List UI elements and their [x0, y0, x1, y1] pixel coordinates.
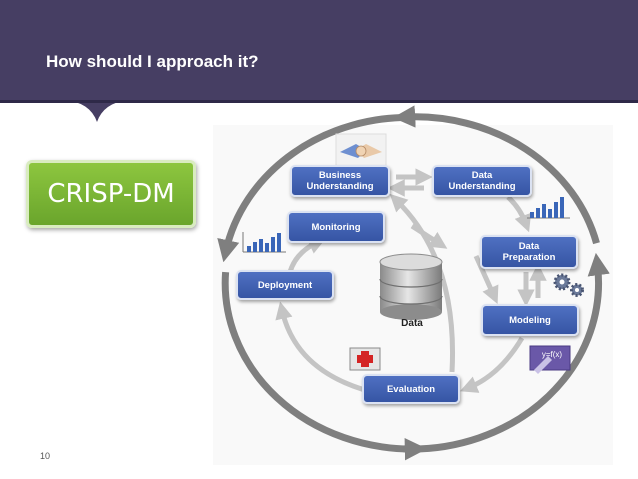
phase-label: Modeling: [509, 314, 551, 326]
phase-label: Deployment: [257, 279, 313, 291]
arrow-modeling-to-evaluation: [459, 336, 525, 393]
outer-arrow-top: [392, 105, 600, 245]
page-number: 10: [40, 451, 51, 461]
bar-chart-icon: [242, 232, 286, 253]
data-label: Data: [401, 318, 423, 329]
phase-label: Data Understanding: [448, 170, 516, 192]
phase-label: Monitoring: [311, 221, 361, 233]
bar-chart-icon: [527, 197, 570, 219]
slide-title: How should I approach it?: [46, 52, 259, 71]
inner-arrows: [275, 168, 547, 395]
arrow-deployment-to-monitoring: [287, 237, 326, 273]
phase-data-preparation[interactable]: Data Preparation: [480, 235, 578, 269]
phase-business-understanding[interactable]: Business Understanding: [290, 165, 390, 197]
crisp-dm-badge: CRISP-DM: [26, 160, 196, 228]
arrow-to-preparation: [506, 195, 532, 233]
outer-arrow-left: [217, 113, 416, 263]
database-icon: [379, 253, 443, 320]
crisp-dm-label: CRISP-DM: [47, 179, 175, 209]
phase-monitoring[interactable]: Monitoring: [287, 211, 385, 243]
handshake-icon: [335, 133, 387, 167]
phase-label: Data Preparation: [502, 241, 556, 263]
phase-deployment[interactable]: Deployment: [236, 270, 334, 300]
arrow-center-down: [473, 254, 499, 304]
gears-icon: [553, 273, 584, 297]
svg-text:y=f(x): y=f(x): [542, 350, 563, 359]
outer-arrow-bottom: [221, 271, 428, 461]
phase-data-understanding[interactable]: Data Understanding: [432, 165, 532, 197]
outer-cycle-arrows: [217, 105, 610, 461]
arrow-evaluation-to-deployment: [275, 301, 373, 395]
phase-evaluation[interactable]: Evaluation: [362, 374, 460, 404]
phase-label: Business Understanding: [306, 170, 374, 192]
first-aid-icon: [349, 347, 381, 371]
phase-label: Evaluation: [386, 383, 436, 395]
outer-arrow-right: [403, 252, 610, 453]
header-band: [0, 0, 638, 122]
phase-modeling[interactable]: Modeling: [481, 304, 579, 336]
arrow-center-right: [410, 223, 448, 249]
formula-icon: y=f(x): [529, 345, 571, 374]
